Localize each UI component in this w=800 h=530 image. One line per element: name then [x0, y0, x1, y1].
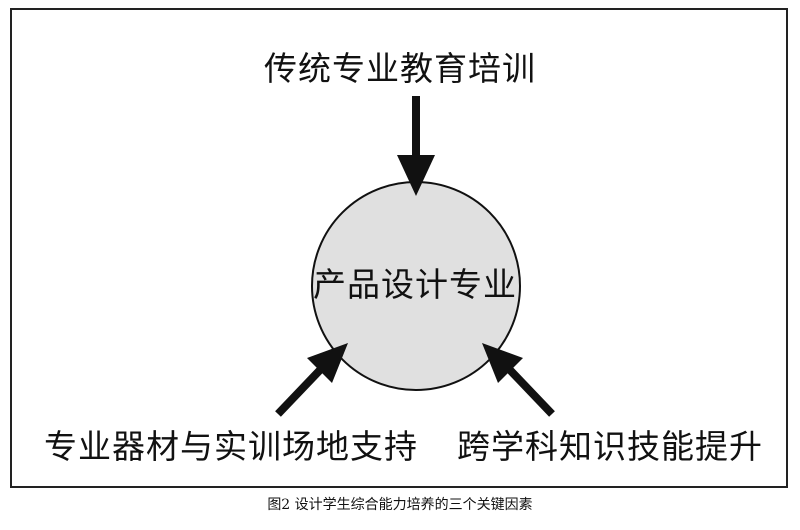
center-label: 产品设计专业: [313, 265, 517, 304]
figure-caption: 图2 设计学生综合能力培养的三个关键因素: [267, 497, 533, 513]
arrow-bottom-right: [482, 343, 555, 417]
arrow-bottom-left: [275, 343, 348, 417]
bottom-right-input-label: 跨学科知识技能提升: [457, 427, 763, 466]
top-input-label: 传统专业教育培训: [264, 49, 536, 88]
arrow-top: [397, 96, 435, 196]
bottom-left-input-label: 专业器材与实训场地支持: [44, 427, 418, 466]
diagram-frame: [10, 8, 788, 488]
